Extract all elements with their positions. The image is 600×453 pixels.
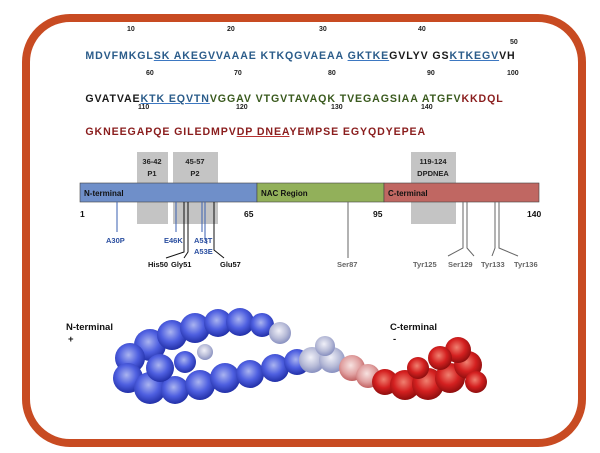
site-line-ser129 xyxy=(466,202,475,257)
sequence-line-2: GVATVAEKTK EQVTNVGGAV VTGVTAVAQK TVEGAGS… xyxy=(70,81,504,117)
box-range-label: 36-42 xyxy=(142,157,161,166)
site-label: Glu57 xyxy=(220,260,241,269)
site-label: His50 xyxy=(148,260,168,269)
position-number: 140 xyxy=(421,104,433,111)
scale-label: 65 xyxy=(244,209,254,219)
box-range-label: 119-124 xyxy=(419,157,447,166)
position-number: 130 xyxy=(331,104,343,111)
position-number: 70 xyxy=(234,70,242,77)
site-line-glu57 xyxy=(213,202,225,259)
surface-c-sign: - xyxy=(393,334,396,345)
site-markers-black xyxy=(165,202,225,259)
position-number: 100 xyxy=(507,70,519,77)
scale-label: 95 xyxy=(373,209,383,219)
seq-segment: GKTKE xyxy=(347,50,390,62)
position-number: 60 xyxy=(146,70,154,77)
surface-c-label: C-terminal xyxy=(390,322,437,333)
mutation-label: E46K xyxy=(164,236,183,245)
position-number: 30 xyxy=(319,26,327,33)
sequence-line-1: MDVFMKGLSK AKEGVVAAAE KTKQGVAEAA GKTKEGV… xyxy=(70,38,516,74)
site-label: Ser87 xyxy=(337,260,357,269)
surface-n-label: N-terminal xyxy=(66,322,113,333)
position-number: 80 xyxy=(328,70,336,77)
position-number: 20 xyxy=(227,26,235,33)
sequence-line-3: GKNEEGAPQE GILEDMPVDP DNEAYEMPSE EGYQDYE… xyxy=(70,114,426,150)
region-label: NAC Region xyxy=(261,189,308,198)
seq-segment: GKNEEGAPQE GILEDMPV xyxy=(85,126,237,138)
site-line-his50 xyxy=(165,202,185,259)
seq-segment: YEMPSE EGYQDYEPEA xyxy=(289,126,427,138)
seq-segment: KKDQL xyxy=(461,93,504,105)
box-range-label: 45-57 xyxy=(185,157,204,166)
seq-segment: VGGAV VTGVTAVAQK TVEGAGSIAA ATGFV xyxy=(209,93,462,105)
seq-segment: VAAAE KTKQGVAEAA xyxy=(215,50,348,62)
mutation-label: A30P xyxy=(106,236,125,245)
mutation-line-a53e xyxy=(204,202,208,245)
seq-segment: KTKEGV xyxy=(449,50,500,62)
site-markers-gray xyxy=(347,202,519,258)
site-line-tyr136 xyxy=(498,202,519,257)
seq-segment: SK AKEGV xyxy=(153,50,216,62)
site-label: Tyr136 xyxy=(514,260,538,269)
box-name-label: P1 xyxy=(147,169,156,178)
surface-n-sign: + xyxy=(68,334,74,345)
site-line-tyr133 xyxy=(491,202,496,257)
site-label: Ser129 xyxy=(448,260,473,269)
seq-segment: KTK EQVTN xyxy=(140,93,210,105)
site-label: Tyr133 xyxy=(481,260,505,269)
site-label: Gly51 xyxy=(171,260,191,269)
electrostatic-surface xyxy=(113,308,487,404)
region-c-terminal xyxy=(383,182,540,203)
box-name-label: P2 xyxy=(190,169,199,178)
position-number: 10 xyxy=(127,26,135,33)
seq-segment: GVATVAE xyxy=(85,93,141,105)
region-label: C-terminal xyxy=(388,189,428,198)
position-number: 120 xyxy=(236,104,248,111)
site-line-tyr125 xyxy=(447,202,464,257)
seq-segment: GVLYV GS xyxy=(389,50,450,62)
site-line-gly51 xyxy=(183,202,189,259)
region-label: N-terminal xyxy=(84,189,124,198)
mutation-label: A53T xyxy=(194,236,213,245)
seq-segment: DP DNEA xyxy=(236,126,290,138)
position-number: 40 xyxy=(418,26,426,33)
position-number: 110 xyxy=(138,104,150,111)
mutation-markers xyxy=(116,202,208,245)
seq-segment: VH xyxy=(499,50,516,62)
scale-label: 1 xyxy=(80,209,85,219)
position-number: 90 xyxy=(427,70,435,77)
mutation-label: A53E xyxy=(194,247,213,256)
position-number: 50 xyxy=(510,39,518,46)
box-name-label: DPDNEA xyxy=(417,169,449,178)
seq-segment: MDVFMKGL xyxy=(85,50,154,62)
scale-label: 140 xyxy=(527,209,541,219)
site-label: Tyr125 xyxy=(413,260,437,269)
